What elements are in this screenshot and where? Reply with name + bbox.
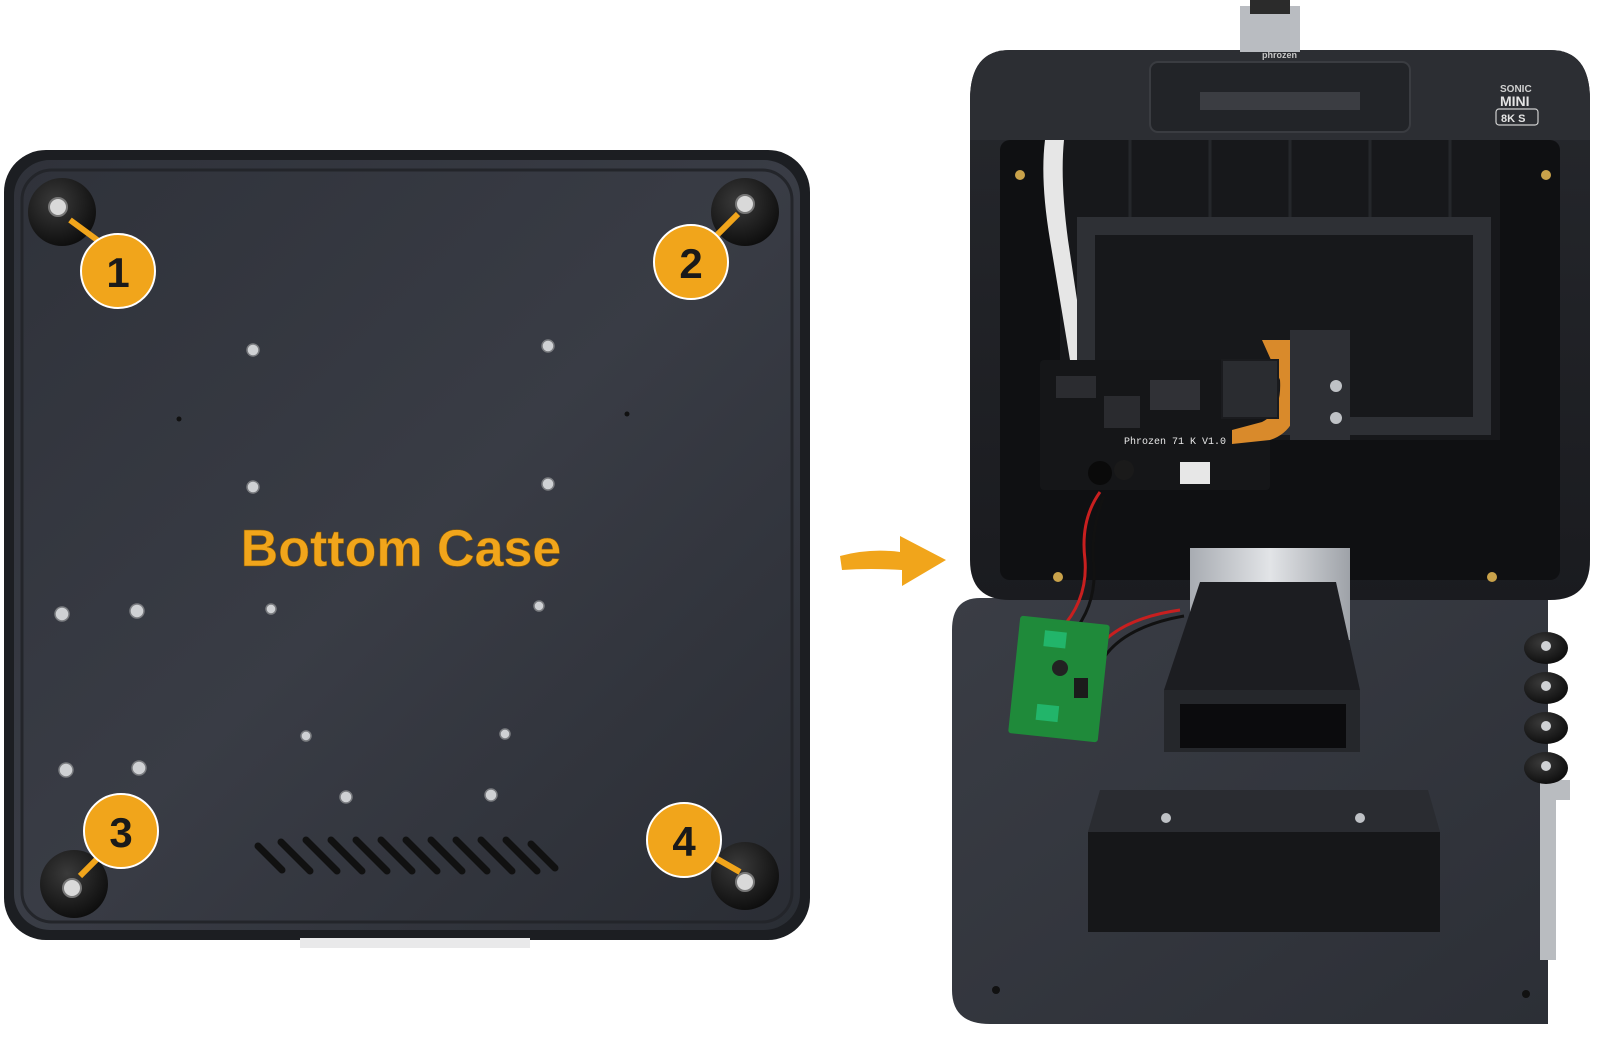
tray-top xyxy=(1088,790,1440,832)
screw xyxy=(58,762,74,778)
rubber-foot-icon xyxy=(1524,672,1568,704)
cavity-ribs xyxy=(1128,140,1452,230)
screw-group xyxy=(54,339,555,804)
screw xyxy=(54,606,70,622)
bottom-case: Bottom Case 1 2 3 4 xyxy=(4,150,810,948)
screw xyxy=(129,603,145,619)
power-pcb xyxy=(1008,615,1110,743)
printer-internals: phrozen SONIC MINI 8K S Phrozen 71 K V1.… xyxy=(952,0,1590,1024)
foot-1 xyxy=(28,178,96,246)
bottom-case-label: Bottom Case xyxy=(241,520,562,578)
wire-red xyxy=(1058,491,1102,632)
rubber-foot-icon xyxy=(1524,712,1568,744)
foot-4 xyxy=(711,842,779,910)
right-arrow-icon xyxy=(840,536,946,586)
screw xyxy=(131,760,147,776)
screw xyxy=(1161,813,1171,823)
rubber-foot-icon xyxy=(1524,752,1568,784)
model-line-2: MINI xyxy=(1500,93,1530,109)
marker-2: 2 xyxy=(653,211,741,300)
screw xyxy=(499,728,511,740)
plate-hole xyxy=(1522,990,1530,998)
ribbon-cable-white xyxy=(1043,140,1086,360)
screw xyxy=(246,480,260,494)
stepper-motor xyxy=(1221,359,1279,419)
brand-top-text: phrozen xyxy=(1262,50,1297,60)
plate-hole xyxy=(992,986,1000,994)
marker-2-number: 2 xyxy=(679,240,702,287)
lcd-hood-opening xyxy=(1180,704,1346,748)
side-bracket xyxy=(1540,780,1570,960)
foot-2 xyxy=(711,178,779,246)
top-window-slot xyxy=(1200,92,1360,110)
model-line-1: SONIC xyxy=(1500,84,1532,95)
screw xyxy=(1330,380,1342,392)
screw-hole xyxy=(176,416,182,422)
screw xyxy=(300,730,312,742)
screw xyxy=(246,343,260,357)
screw-hole xyxy=(624,411,630,417)
model-badge: SONIC MINI 8K S xyxy=(1495,84,1539,126)
ribbon-cable-orange xyxy=(1232,340,1301,444)
screw xyxy=(533,600,545,612)
bottom-case-inner-edge xyxy=(20,168,794,924)
marker-1-number: 1 xyxy=(106,249,129,296)
screw xyxy=(1355,813,1365,823)
screw xyxy=(1330,412,1342,424)
shadow-strip xyxy=(300,938,530,948)
bottom-case-panel xyxy=(14,160,800,930)
marker-4-number: 4 xyxy=(672,818,696,865)
rubber-foot-icon xyxy=(1524,632,1568,664)
marker-3-number: 3 xyxy=(109,809,132,856)
vent-slots xyxy=(254,836,559,875)
screw xyxy=(484,788,498,802)
brass-inserts xyxy=(1015,170,1551,582)
screw xyxy=(265,603,277,615)
wire-black xyxy=(1070,495,1106,635)
board-label: Phrozen 71 K V1.0 xyxy=(1124,436,1226,448)
screw xyxy=(541,339,555,353)
marker-3: 3 xyxy=(77,793,159,879)
screw xyxy=(541,477,555,491)
top-handle-knob xyxy=(1250,0,1290,14)
marker-1: 1 xyxy=(68,217,156,309)
marker-4: 4 xyxy=(646,802,742,878)
model-line-3: 8K S xyxy=(1501,113,1525,125)
mainboard: Phrozen 71 K V1.0 xyxy=(1040,360,1270,490)
screw xyxy=(339,790,353,804)
tray-front xyxy=(1088,832,1440,932)
